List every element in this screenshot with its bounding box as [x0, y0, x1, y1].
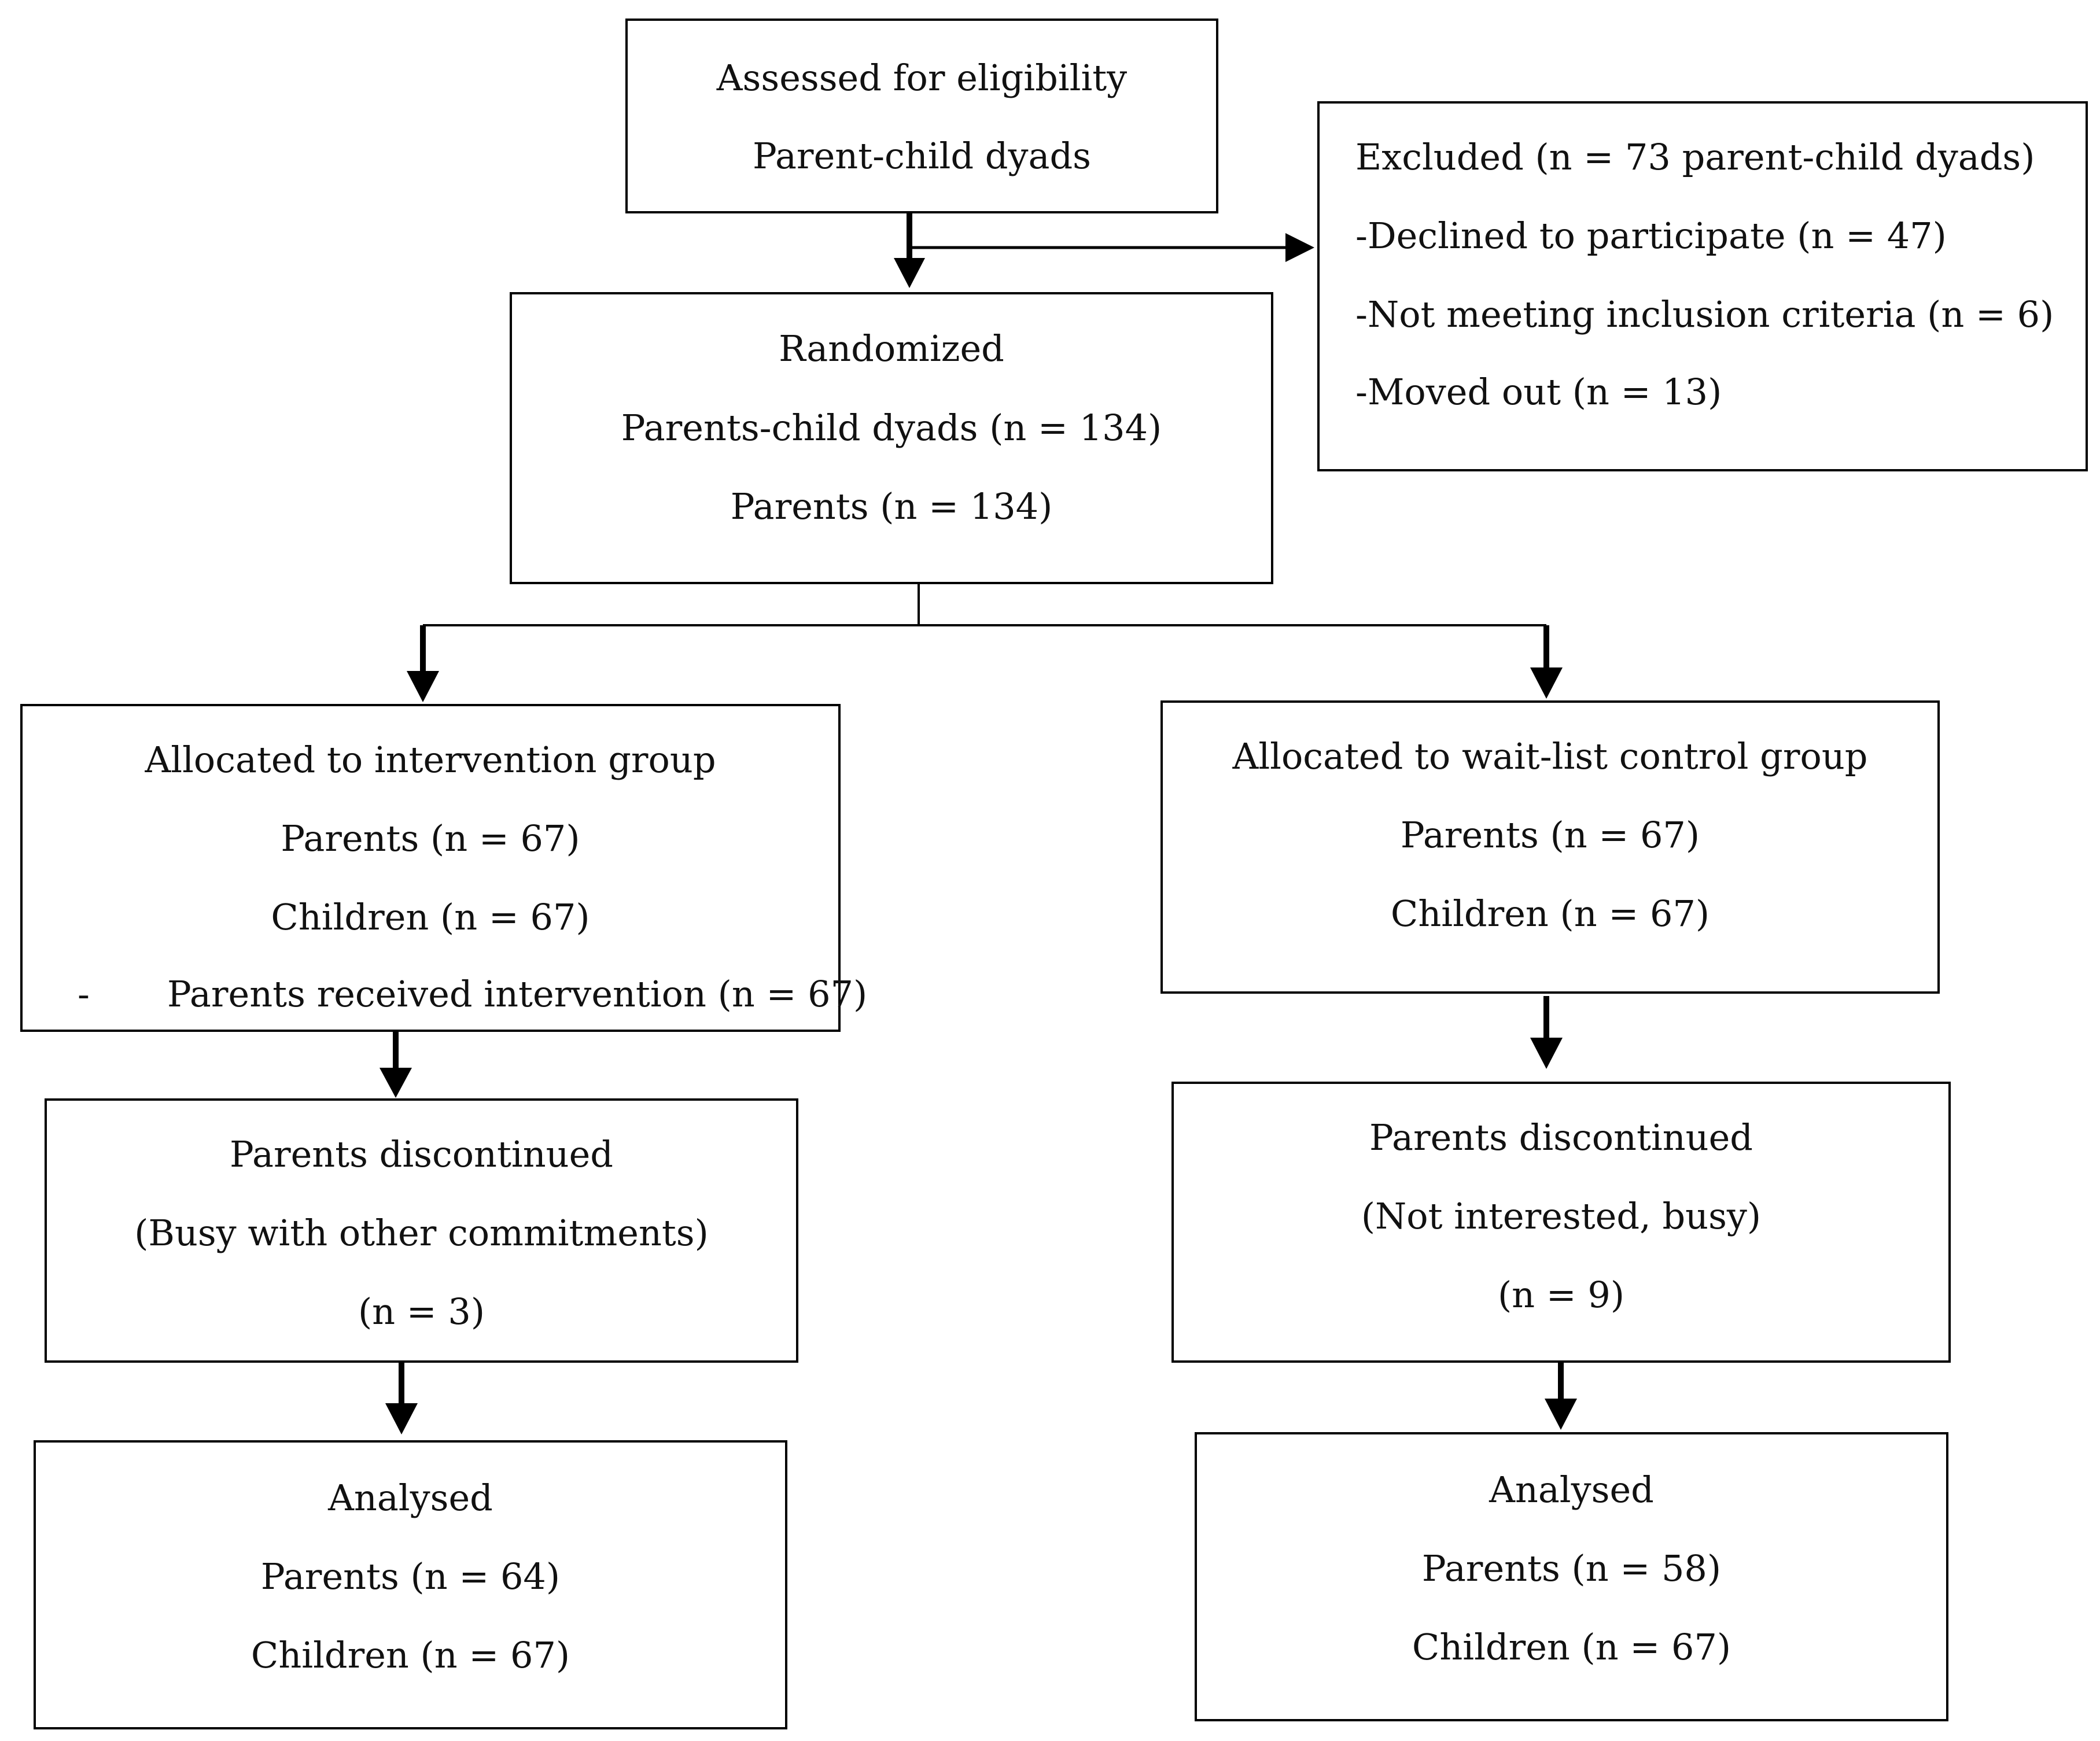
excluded-moved: -Moved out (n = 13) [1355, 371, 1722, 413]
intervention-box: Allocated to intervention group Parents … [20, 704, 867, 1032]
intervention-children: Children (n = 67) [271, 896, 590, 938]
arrowhead-analysed-left [385, 1403, 418, 1434]
analysed-left-box: Analysed Parents (n = 64) Children (n = … [34, 1440, 787, 1729]
discontinued-right-reason: (Not interested, busy) [1361, 1195, 1762, 1237]
discontinued-left-box: Parents discontinued (Busy with other co… [45, 1098, 798, 1363]
discontinued-left-count: (n = 3) [358, 1290, 485, 1333]
discontinued-right-box: Parents discontinued (Not interested, bu… [1171, 1082, 1951, 1363]
analysed-left-title: Analysed [328, 1477, 493, 1519]
arrowhead-intervention [407, 671, 439, 702]
discontinued-left-reason: (Busy with other commitments) [134, 1212, 709, 1254]
assessed-title: Assessed for eligibility [716, 57, 1128, 99]
analysed-right-title: Analysed [1489, 1469, 1654, 1511]
randomized-title: Randomized [779, 327, 1004, 370]
intervention-received: Parents received intervention (n = 67) [167, 973, 868, 1015]
discontinued-right-title: Parents discontinued [1369, 1116, 1753, 1159]
analysed-right-box: Analysed Parents (n = 58) Children (n = … [1195, 1432, 1948, 1721]
discontinued-right-count: (n = 9) [1497, 1274, 1625, 1316]
analysed-left-parents: Parents (n = 64) [260, 1555, 561, 1598]
intervention-parents: Parents (n = 67) [281, 817, 580, 860]
analysed-left-children: Children (n = 67) [250, 1634, 570, 1676]
excluded-criteria: -Not meeting inclusion criteria (n = 6) [1355, 293, 2054, 335]
arrowhead-randomized [894, 258, 925, 288]
assessed-box: Assessed for eligibility Parent-child dy… [625, 19, 1218, 213]
randomized-dyads: Parents-child dyads (n = 134) [621, 407, 1162, 449]
excluded-declined: -Declined to participate (n = 47) [1355, 215, 1947, 257]
control-title: Allocated to wait-list control group [1232, 735, 1868, 777]
arrowhead-discontinued-right [1530, 1038, 1563, 1069]
bullet-dash: - [78, 973, 90, 1015]
excluded-box: Excluded (n = 73 parent-child dyads) -De… [1317, 101, 2088, 471]
analysed-right-parents: Parents (n = 58) [1421, 1547, 1722, 1589]
assessed-population: Parent-child dyads [753, 135, 1091, 177]
arrowhead-discontinued-left [380, 1068, 412, 1098]
arrowhead-analysed-right [1545, 1399, 1577, 1430]
control-parents: Parents (n = 67) [1400, 814, 1700, 856]
control-box: Allocated to wait-list control group Par… [1160, 700, 1940, 994]
arrowhead-control [1530, 667, 1563, 699]
discontinued-left-title: Parents discontinued [230, 1133, 613, 1175]
control-children: Children (n = 67) [1390, 892, 1710, 935]
arrowhead-excluded [1285, 233, 1314, 262]
randomized-box: Randomized Parents-child dyads (n = 134)… [510, 292, 1273, 584]
randomized-parents: Parents (n = 134) [730, 485, 1053, 528]
intervention-title: Allocated to intervention group [145, 739, 716, 781]
analysed-right-children: Children (n = 67) [1412, 1626, 1731, 1668]
excluded-total: Excluded (n = 73 parent-child dyads) [1355, 136, 2035, 178]
